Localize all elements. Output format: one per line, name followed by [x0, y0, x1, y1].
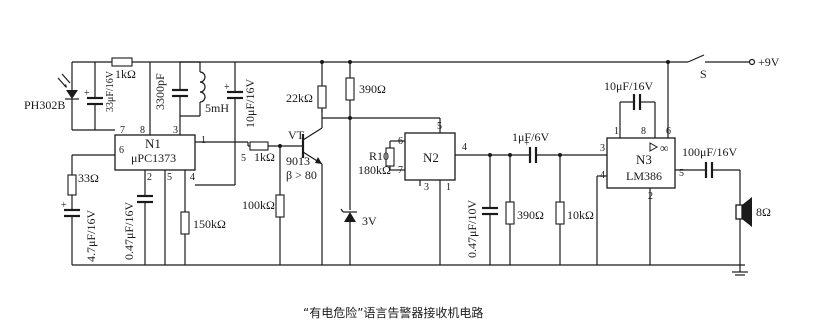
n1-pin-3: 3 [173, 125, 178, 136]
n1-pin-2: 2 [147, 172, 152, 183]
n1-pin-5: 5 [167, 172, 172, 183]
r10-value: 180kΩ [358, 163, 391, 177]
n1-name: N1 [145, 136, 161, 151]
capacitor-c2 [172, 62, 188, 116]
r22k-label: 22kΩ [286, 91, 313, 105]
photodiode-label: PH302B [24, 98, 65, 112]
svg-text:+: + [524, 138, 530, 149]
capacitor-c3 [195, 62, 243, 186]
l1-label: 5mH [205, 101, 229, 115]
resistor-r1 [111, 57, 133, 67]
c1-label: 33μF/16V [105, 70, 116, 112]
photodiode-ph302b [57, 61, 115, 131]
c1u-label: 1μF/6V [512, 130, 549, 144]
ic-n1 [114, 134, 196, 171]
resistor-r150k [180, 170, 190, 265]
r150k-label: 150kΩ [193, 217, 226, 231]
vt-name: VT [288, 128, 305, 142]
c-out-label: 100μF/16V [682, 145, 737, 159]
vt-beta: β > 80 [286, 168, 317, 182]
zener-label: 3V [362, 214, 377, 228]
svg-text:+: + [84, 88, 90, 99]
n2-pin-1: 1 [446, 182, 451, 193]
capacitor-c-out [675, 162, 741, 205]
resistor-r10k [555, 155, 565, 265]
n3-pin-1: 1 [614, 126, 619, 137]
vt-type: 9013 [286, 154, 310, 168]
supply-voltage-label: +9V [758, 55, 780, 69]
switch-label: S [700, 67, 707, 81]
n1-pin-1: 1 [201, 135, 206, 146]
r10k-label: 10kΩ [567, 208, 594, 222]
n3-pin-5: 5 [679, 168, 684, 179]
transistor-vt [301, 110, 323, 265]
n3-pin-3: 3 [600, 143, 605, 154]
capacitor-c1 [87, 62, 103, 130]
n1-pin-7: 7 [120, 125, 125, 136]
n1-pin-4: 4 [190, 172, 195, 183]
svg-text:+: + [61, 200, 67, 211]
r33-label: 33Ω [78, 171, 99, 185]
resistor-r10 [385, 140, 405, 171]
r390-top-label: 390Ω [359, 82, 386, 96]
resistor-r390-bottom [505, 155, 515, 265]
svg-text:+: + [224, 82, 230, 93]
n3-part: LM386 [626, 169, 662, 183]
r10-label: R10 [369, 149, 389, 163]
resistor-r100k [275, 144, 285, 265]
speaker-icon [735, 197, 752, 265]
c2-label: 3300pF [153, 73, 167, 110]
power-switch-s [687, 54, 756, 66]
r1-label: 1kΩ [115, 67, 136, 81]
n1-pin-6: 6 [119, 145, 124, 156]
capacitor-c-n3 [619, 94, 656, 138]
speaker-label: 8Ω [756, 205, 771, 219]
c047b-label: 0.47μF/10V [465, 200, 479, 258]
resistor-r-base [248, 141, 302, 151]
zener-3v [340, 208, 357, 265]
c047a-label: 0.47μF/16V [122, 202, 136, 260]
capacitor-c47 [64, 208, 80, 265]
resistor-r22k [317, 60, 327, 112]
c3-label: 10μF/16V [243, 79, 257, 128]
svg-text:∞: ∞ [660, 141, 669, 155]
ic-n3 [606, 137, 676, 189]
figure-caption: “有电危险”语言告警器接收机电路 [303, 305, 483, 320]
c47-label: 4.7μF/16V [84, 210, 98, 262]
n2-pin-5: 5 [437, 121, 442, 132]
n3-pin-8: 8 [641, 126, 646, 137]
n3-name: N3 [636, 152, 652, 167]
capacitor-c047a [137, 170, 153, 265]
capacitor-c1u [528, 147, 607, 163]
svg-text:5: 5 [241, 153, 246, 164]
ic-n2 [404, 132, 456, 181]
r-base-label: 1kΩ [254, 150, 275, 164]
r100k-label: 100kΩ [242, 198, 275, 212]
r390-bottom-label: 390Ω [517, 208, 544, 222]
resistor-r390-top [345, 60, 355, 210]
inductor-l1 [179, 61, 206, 135]
n2-name: N2 [423, 150, 439, 165]
resistor-r33 [67, 174, 77, 210]
n1-part: μPC1373 [131, 151, 176, 165]
c-n3-label: 10μF/16V [604, 79, 653, 93]
n1-pin-8: 8 [140, 125, 145, 136]
n2-pin-3: 3 [424, 182, 429, 193]
capacitor-c047b [482, 155, 498, 265]
n2-pin-4: 4 [462, 142, 467, 153]
ground-rail [72, 264, 748, 276]
